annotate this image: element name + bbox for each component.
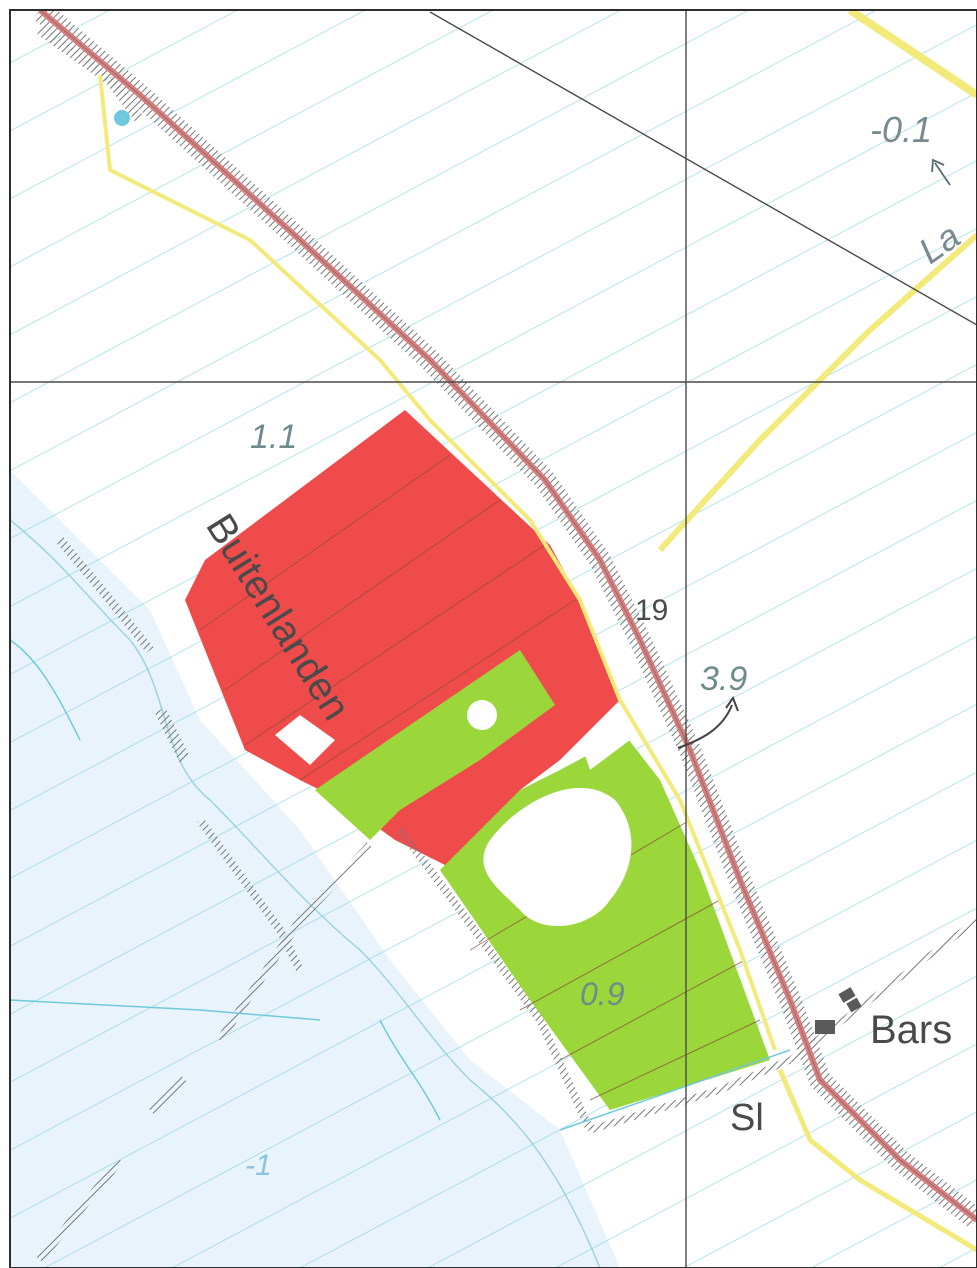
parcel-clearing-2	[580, 720, 630, 770]
pond	[114, 110, 130, 126]
parcel-green-upper	[315, 650, 555, 840]
spot-height-0-9: 0.9	[580, 976, 625, 1012]
power-line	[429, 11, 977, 326]
parcel-clearing-round	[467, 700, 497, 730]
direction-arrowhead	[931, 158, 945, 173]
place-label-sl: Sl	[730, 1097, 764, 1139]
parcel-clearing-large	[483, 787, 632, 927]
embankments	[36, 25, 977, 1263]
main-road-edge	[39, 10, 977, 1221]
side-road	[98, 74, 777, 1051]
parcel-clearing-1	[275, 715, 335, 765]
spot-height-1-1: 1.1	[250, 418, 297, 456]
yellow-road-east	[657, 232, 977, 553]
direction-arrow-icon	[934, 162, 951, 186]
place-label-bars: Bars	[870, 1008, 952, 1052]
arrowhead	[725, 695, 739, 712]
grid-label-19: 19	[635, 594, 668, 627]
spot-height-minus-1: -1	[245, 1149, 272, 1182]
map-frame	[9, 9, 977, 1268]
yellow-road-north	[847, 10, 977, 99]
spot-height-3-9: 3.9	[700, 660, 747, 698]
curved-arrow-icon	[677, 704, 733, 749]
building-icon	[815, 987, 862, 1034]
spot-height-minus-0-1: -0.1	[870, 109, 932, 150]
water-channels	[10, 639, 791, 1131]
side-road-south	[777, 1069, 977, 1253]
